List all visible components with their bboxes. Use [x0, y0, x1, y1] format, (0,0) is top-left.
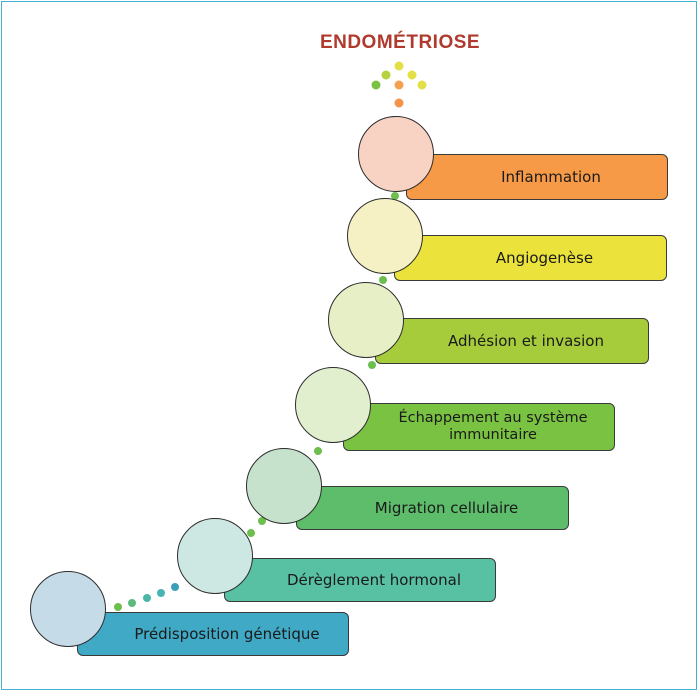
step-bar-angiogenese: Angiogenèse	[394, 235, 667, 281]
top-dot	[394, 61, 404, 71]
connector-dot	[379, 276, 387, 284]
connector-dot	[114, 603, 122, 611]
step-bar-migration: Migration cellulaire	[296, 486, 569, 530]
step-bar-adhesion: Adhésion et invasion	[375, 318, 649, 364]
step-label: Angiogenèse	[495, 249, 594, 267]
top-dot	[394, 80, 404, 90]
step-label: Adhésion et invasion	[448, 332, 604, 350]
step-bar-immune: Échappement au système immunitaire	[343, 403, 615, 451]
top-dot	[407, 70, 417, 80]
step-label: Dérèglement hormonal	[286, 571, 461, 589]
step-circle-hormonal	[177, 518, 253, 594]
step-circle-migration	[246, 448, 322, 524]
step-circle-inflammation	[358, 116, 434, 192]
step-label: Échappement au système immunitaire	[398, 409, 588, 443]
connector-dot	[258, 517, 266, 525]
step-circle-predisposition	[30, 571, 106, 647]
connector-dot	[143, 594, 151, 602]
step-circle-immune	[295, 367, 371, 443]
connector-dot	[247, 529, 255, 537]
connector-dot	[368, 361, 376, 369]
connector-dot	[314, 447, 322, 455]
step-circle-angiogenese	[347, 198, 423, 274]
step-bar-inflammation: Inflammation	[406, 154, 668, 200]
step-bar-hormonal: Dérèglement hormonal	[224, 558, 496, 602]
diagram-title: ENDOMÉTRIOSE	[319, 32, 481, 53]
connector-dot	[128, 599, 136, 607]
step-circle-adhesion	[328, 282, 404, 358]
top-dot	[371, 80, 381, 90]
step-label: Prédisposition génétique	[134, 625, 320, 643]
top-dot	[417, 80, 427, 90]
step-bar-predisposition: Prédisposition génétique	[77, 612, 349, 656]
top-dot	[394, 98, 404, 108]
connector-dot	[157, 589, 165, 597]
top-dot	[381, 70, 391, 80]
connector-dot	[171, 583, 179, 591]
step-label: Inflammation	[501, 168, 601, 186]
step-label: Migration cellulaire	[374, 499, 519, 517]
